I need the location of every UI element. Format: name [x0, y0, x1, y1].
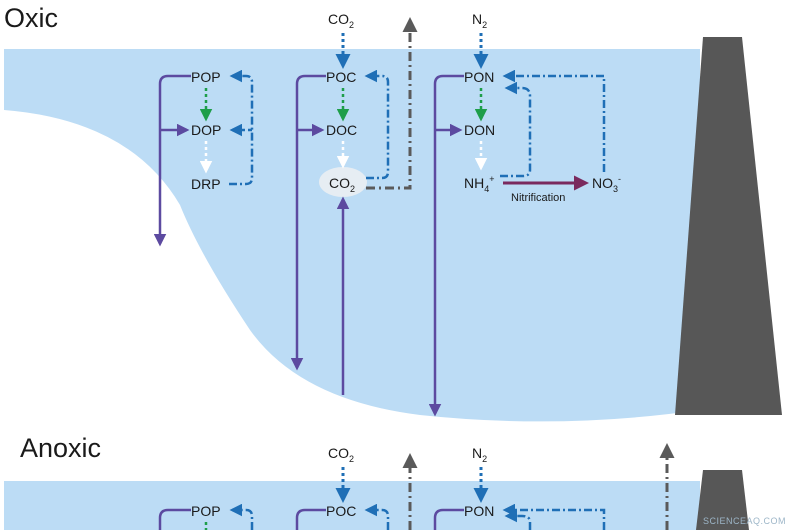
n2-gas-label-anoxic: N2: [472, 445, 487, 464]
anoxic-panel: Anoxic CO2 N2 POP POC PON: [4, 433, 749, 530]
no3-uptake-arrow-anoxic: [502, 503, 606, 530]
nitrification-label: Nitrification: [511, 192, 565, 204]
pon-node: PON: [464, 69, 494, 85]
panel-title-anoxic: Anoxic: [20, 433, 101, 463]
co2-gas-label: CO2: [328, 11, 354, 30]
co2-fixation-arrow: [364, 69, 390, 180]
co2-gas-label-anoxic: CO2: [328, 445, 354, 464]
c-fixation-arrow-anoxic: [364, 503, 390, 530]
poc-node-anoxic: POC: [326, 503, 356, 519]
poc-settling-arrow-anoxic: [295, 508, 326, 530]
dam-anoxic: [696, 470, 749, 530]
dop-node: DOP: [191, 122, 221, 138]
pon-node-anoxic: PON: [464, 503, 494, 519]
no3-node: NO3-: [592, 174, 621, 194]
n-uptake-arrow-anoxic: [504, 509, 532, 530]
pon-settling-arrow: [428, 74, 464, 417]
drp-node: DRP: [191, 176, 221, 192]
lake-water: [4, 49, 700, 422]
lake-water-anoxic: [4, 481, 700, 530]
poc-node: POC: [326, 69, 356, 85]
no3-uptake-arrow: [502, 69, 606, 172]
nh4-uptake-arrow: [500, 81, 532, 178]
watermark: SCIENCEAQ.COM: [703, 516, 786, 526]
panel-title-oxic: Oxic: [4, 3, 58, 33]
pop-settling-arrow: [153, 74, 191, 247]
pop-node: POP: [191, 69, 221, 85]
poc-settling-arrow: [290, 74, 326, 371]
n2-gas-label: N2: [472, 11, 487, 30]
co2-node: CO2: [329, 175, 355, 194]
oxic-panel: Oxic CO2 N2 POP DOP DRP POC DOC CO2 PON …: [4, 3, 782, 422]
doc-node: DOC: [326, 122, 357, 138]
pop-node-anoxic: POP: [191, 503, 221, 519]
pon-settling-arrow-anoxic: [433, 508, 464, 530]
don-node: DON: [464, 122, 495, 138]
nh4-node: NH4+: [464, 174, 495, 194]
pop-settling-arrow-anoxic: [158, 508, 191, 530]
co2-outgassing-arrow: [366, 17, 418, 190]
drp-uptake-arrow: [229, 69, 254, 186]
co2-bubble: [319, 167, 367, 197]
dam: [675, 37, 782, 415]
p-uptake-arrow-anoxic: [229, 503, 254, 530]
